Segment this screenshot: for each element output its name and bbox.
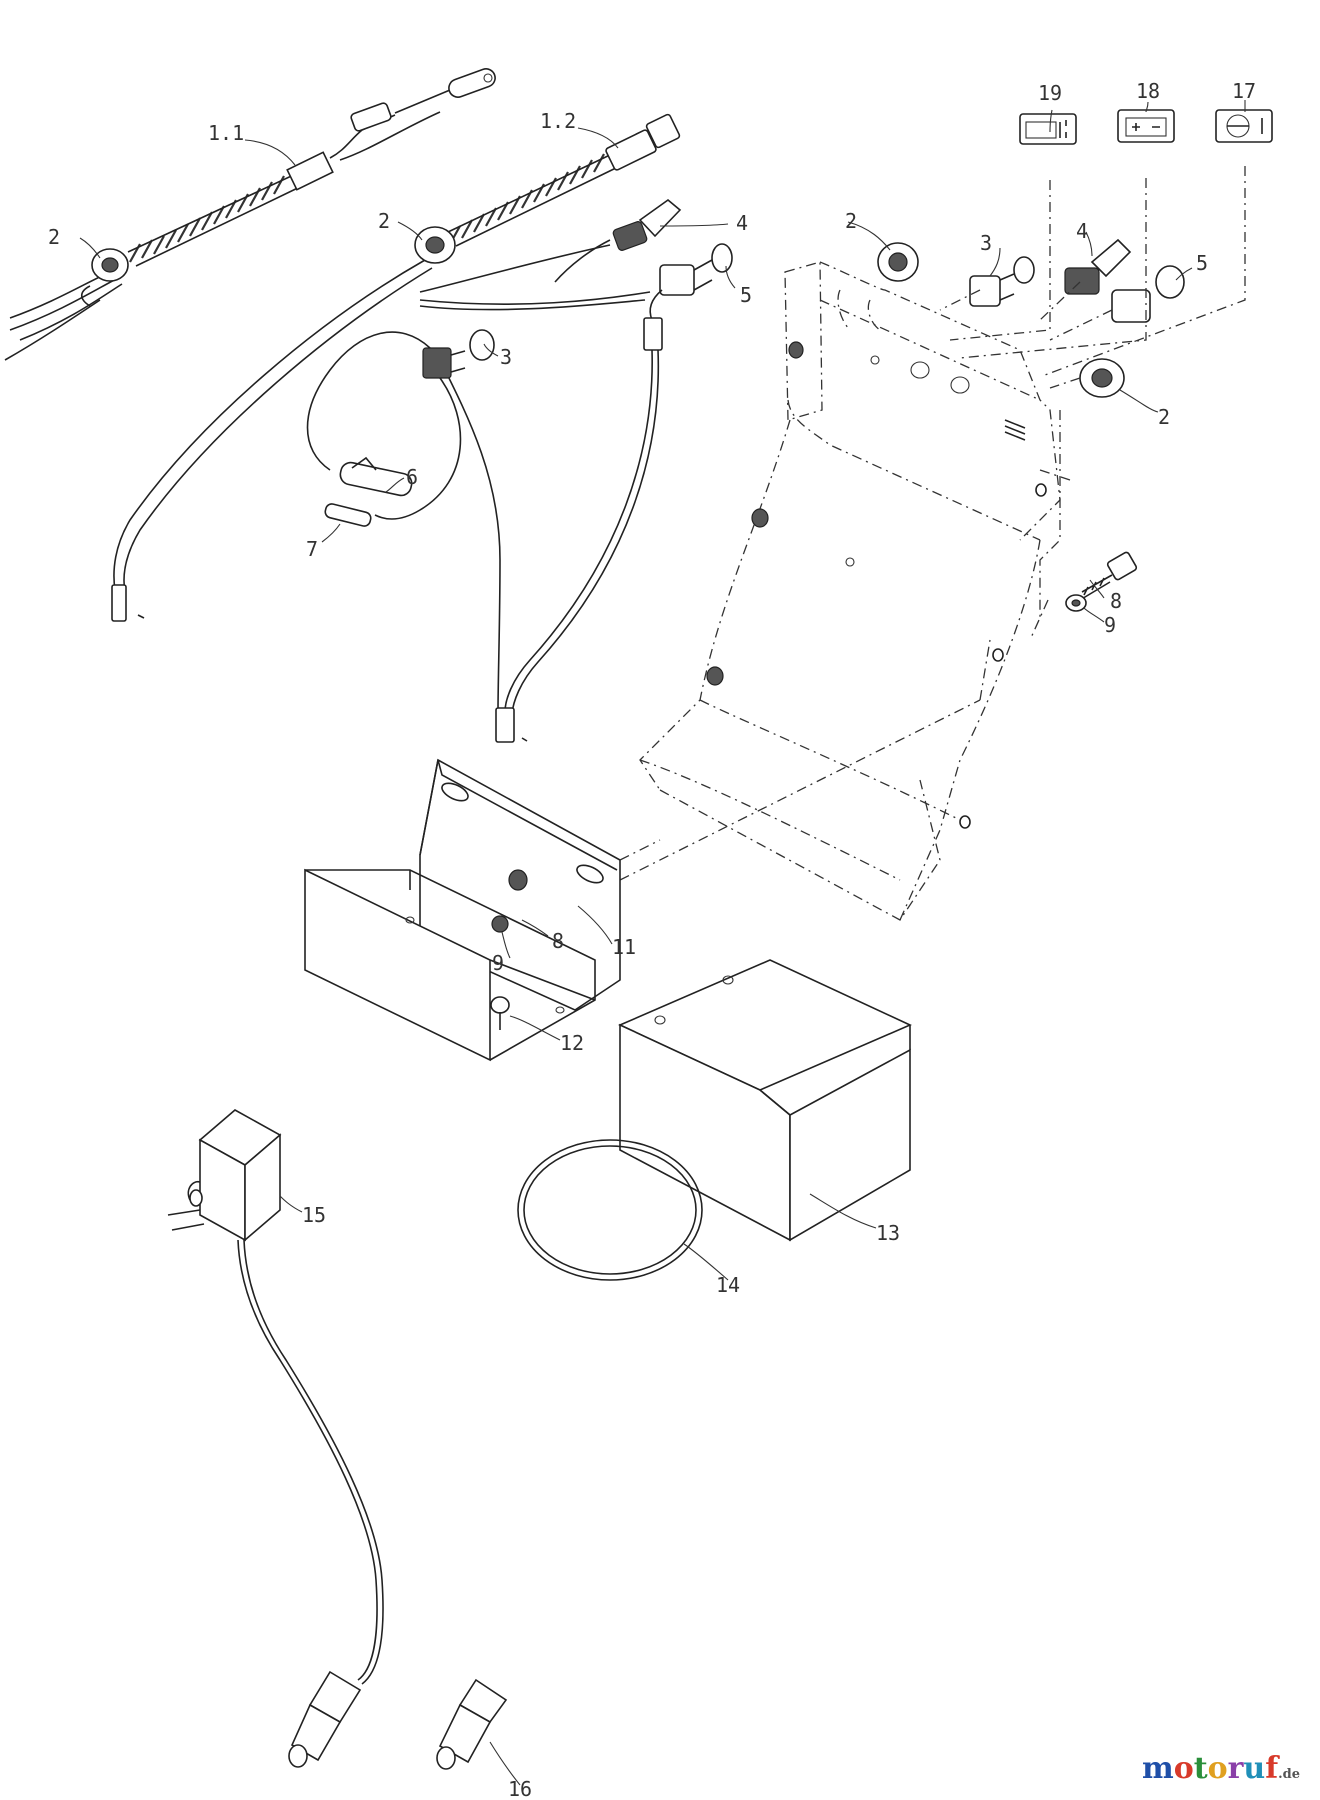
logo-letter: f <box>1265 1751 1279 1786</box>
dashboard-panel <box>619 261 1071 921</box>
label-2-bottom-right: 2 <box>1158 405 1170 429</box>
grommet-2-right-bottom <box>1079 358 1125 398</box>
part-labels: 1.1 1.2 2 2 2 2 3 3 4 4 5 5 6 7 8 9 8 9 … <box>48 79 1256 1800</box>
grommet-2-right-top <box>877 242 919 282</box>
switch-4-harness <box>554 198 682 283</box>
fuse-7 <box>324 503 372 527</box>
cable-harness-1-1 <box>4 68 496 361</box>
label-18: 18 <box>1136 79 1160 103</box>
bolt-8-right <box>1079 551 1138 601</box>
grommet-2-left <box>91 248 129 282</box>
grommet-2-mid <box>414 226 456 264</box>
logo-suffix: .de <box>1278 1767 1300 1782</box>
battery-tray-12 <box>304 868 596 1062</box>
logo-letter: u <box>1243 1751 1266 1786</box>
indicator-symbol-19 <box>1019 113 1077 145</box>
battery-13 <box>618 959 912 1242</box>
label-15: 15 <box>302 1203 326 1227</box>
logo-letter: m <box>1141 1751 1174 1786</box>
logo-letter: r <box>1227 1751 1244 1786</box>
label-19: 19 <box>1038 81 1062 105</box>
label-3-harness: 3 <box>500 345 512 369</box>
cable-harness-1-2 <box>111 113 681 622</box>
label-12: 12 <box>560 1031 584 1055</box>
washer-9-right <box>1065 594 1087 612</box>
label-8-right: 8 <box>1110 589 1122 613</box>
label-14: 14 <box>716 1273 740 1297</box>
label-6: 6 <box>406 465 418 489</box>
key-switch-5-harness <box>643 243 733 351</box>
label-1-2: 1.2 <box>540 109 576 133</box>
label-9-right: 9 <box>1104 613 1116 637</box>
label-11: 11 <box>612 935 636 959</box>
label-5-panel: 5 <box>1196 251 1208 275</box>
indicator-symbol-18 <box>1117 109 1175 143</box>
label-16: 16 <box>508 1777 532 1800</box>
switch-4-panel <box>1064 238 1132 295</box>
label-13: 13 <box>876 1221 900 1245</box>
label-2-top-right: 2 <box>845 209 857 233</box>
logo-letter: o <box>1173 1751 1194 1786</box>
logo-letter: t <box>1193 1751 1208 1786</box>
label-4-panel: 4 <box>1076 219 1088 243</box>
label-2-left: 2 <box>48 225 60 249</box>
lamp-socket-3-harness <box>306 329 495 520</box>
rubber-ring-14 <box>517 1139 703 1281</box>
charging-plug-16-right <box>436 1678 508 1770</box>
label-5-harness: 5 <box>740 283 752 307</box>
label-17: 17 <box>1232 79 1256 103</box>
wire-to-lower-connector <box>439 349 660 743</box>
charger-15 <box>167 1109 384 1685</box>
indicator-symbol-17 <box>1215 109 1273 143</box>
label-9-bracket: 9 <box>492 951 504 975</box>
assembly-guides <box>939 166 1246 641</box>
label-4-harness: 4 <box>736 211 748 235</box>
logo-letter: o <box>1207 1751 1228 1786</box>
fuse-holder-6 <box>339 456 413 497</box>
lamp-socket-3-panel <box>969 256 1035 307</box>
key-switch-5-panel <box>1111 265 1185 323</box>
label-2-mid: 2 <box>378 209 390 233</box>
label-8-bracket: 8 <box>552 929 564 953</box>
charging-plug-16-left <box>288 1670 362 1768</box>
label-1-1: 1.1 <box>208 121 244 145</box>
label-3-panel: 3 <box>980 231 992 255</box>
leader-lines <box>79 100 1246 1786</box>
label-7: 7 <box>306 537 318 561</box>
watermark-logo: motoruf.de <box>1142 1751 1300 1786</box>
